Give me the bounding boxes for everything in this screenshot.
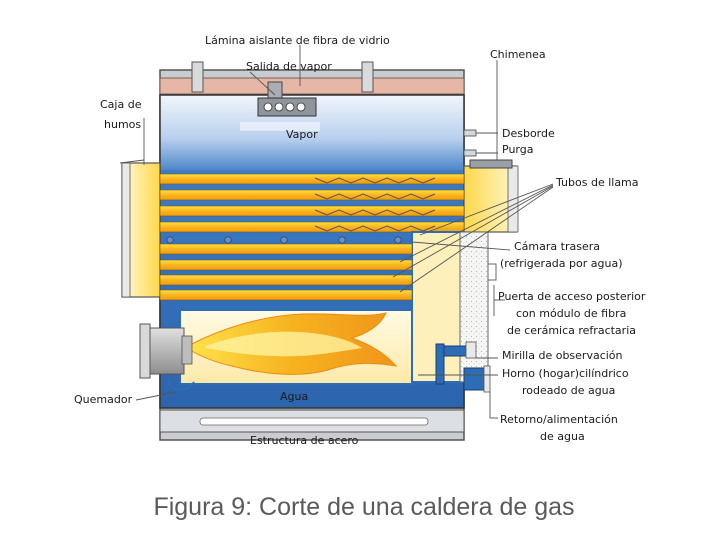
label-rear-chamber-1: Cámara trasera: [514, 240, 600, 253]
label-return-1: Retorno/alimentación: [500, 413, 618, 426]
label-rear-door-1: Puerta de acceso posterior: [498, 290, 646, 303]
purge-nozzle: [463, 149, 477, 157]
fire-tubes-lower: [159, 243, 413, 301]
rear-door-hinge: [487, 263, 497, 281]
label-steam: Vapor: [286, 128, 318, 141]
leader-lines: [119, 45, 554, 419]
label-smoke-box-2: humos: [104, 118, 141, 131]
label-rear-door-2: con módulo de fibra: [516, 307, 626, 320]
insulation-top: [159, 77, 465, 95]
chimney-stub-left: [191, 61, 204, 93]
label-burner: Quemador: [74, 393, 133, 406]
steam-outlet-header: [257, 81, 317, 117]
label-insulation: Lámina aislante de fibra de vidrio: [205, 34, 390, 47]
rear-door-panel: [459, 231, 489, 383]
label-sight-glass: Mirilla de observación: [502, 349, 623, 362]
label-chimney: Chimenea: [490, 48, 546, 61]
chimney-flange: [469, 159, 513, 169]
label-rear-chamber-2: (refrigerada por agua): [500, 257, 622, 270]
label-furnace-1: Horno (hogar)cilíndrico: [502, 367, 629, 380]
sight-glass: [435, 341, 477, 385]
chimney-stub-right: [361, 61, 374, 93]
label-furnace-2: rodeado de agua: [522, 384, 615, 397]
stay-bolts: [166, 236, 402, 244]
label-fire-tubes: Tubos de llama: [555, 176, 639, 189]
label-overflow: Desborde: [502, 127, 555, 140]
label-steel: Estructura de acero: [250, 434, 359, 447]
label-steam-outlet: Salida de vapor: [246, 60, 332, 73]
water-return-nozzle: [463, 365, 491, 393]
burner: [139, 323, 195, 391]
figure-caption: Figura 9: Corte de una caldera de gas: [153, 493, 575, 521]
overflow-nozzle: [463, 129, 477, 137]
label-smoke-box-1: Caja de: [100, 98, 142, 111]
label-rear-door-3: de cerámica refractaria: [507, 324, 636, 337]
label-return-2: de agua: [540, 430, 585, 443]
fire-tubes-upper: [159, 173, 465, 233]
label-water: Agua: [280, 390, 308, 403]
label-purge: Purga: [502, 143, 533, 156]
